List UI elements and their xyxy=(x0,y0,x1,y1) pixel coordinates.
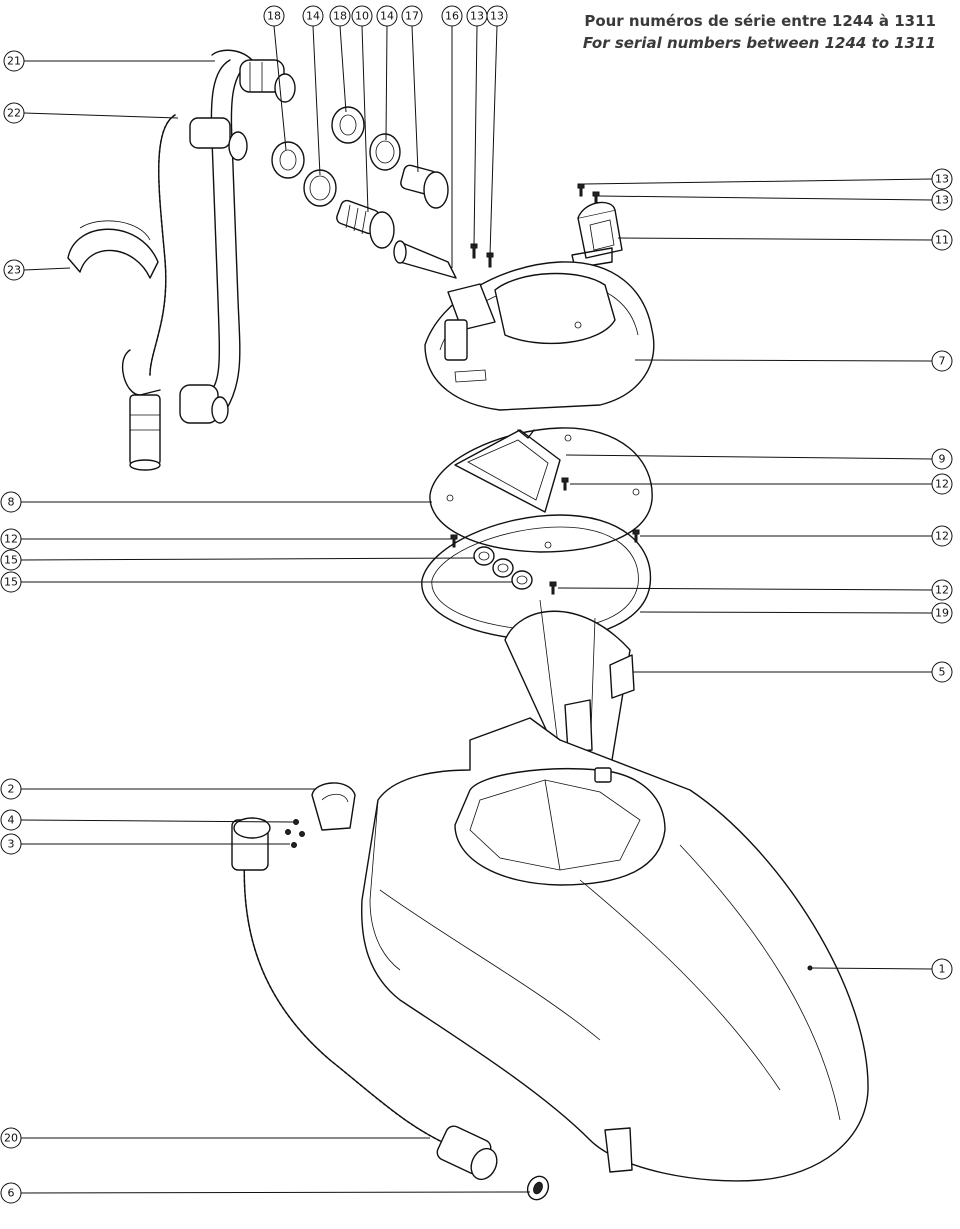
svg-text:9: 9 xyxy=(939,453,946,466)
callout-10: 10 xyxy=(351,5,373,27)
svg-text:8: 8 xyxy=(8,496,15,509)
callout-4: 4 xyxy=(0,809,22,831)
svg-text:12: 12 xyxy=(935,530,949,543)
part-10-threaded-fitting xyxy=(336,199,395,249)
callout-21: 21 xyxy=(3,50,25,72)
svg-text:22: 22 xyxy=(7,107,21,120)
part-15-grommets xyxy=(473,546,533,590)
callout-5: 5 xyxy=(931,661,953,683)
part-17-fitting xyxy=(400,164,449,209)
svg-text:6: 6 xyxy=(8,1187,15,1200)
callout-7: 7 xyxy=(931,350,953,372)
part-4-3-screws-nuts xyxy=(285,819,305,848)
part-20-lower-hose xyxy=(231,817,498,1181)
callout-18b: 18 xyxy=(329,5,351,27)
callout-17: 17 xyxy=(401,5,423,27)
svg-text:13: 13 xyxy=(470,10,484,23)
leader-lines xyxy=(19,25,933,1194)
callout-20: 20 xyxy=(0,1127,22,1149)
part-6-hose-clamp xyxy=(526,1175,550,1201)
callout-12b: 12 xyxy=(0,528,22,550)
callout-2: 2 xyxy=(0,778,22,800)
callout-12d: 12 xyxy=(931,579,953,601)
callout-12c: 12 xyxy=(931,525,953,547)
svg-text:1: 1 xyxy=(939,963,946,976)
callout-23: 23 xyxy=(3,259,25,281)
svg-text:20: 20 xyxy=(4,1132,18,1145)
svg-text:10: 10 xyxy=(355,10,369,23)
svg-text:4: 4 xyxy=(8,814,15,827)
callout-19: 19 xyxy=(931,602,953,624)
svg-text:15: 15 xyxy=(4,576,18,589)
svg-text:12: 12 xyxy=(4,533,18,546)
part-1-main-body xyxy=(361,717,869,1182)
part-8-gasket-plate xyxy=(429,427,653,553)
part-21-rigid-hose xyxy=(205,49,296,411)
svg-text:13: 13 xyxy=(935,194,949,207)
callout-13a: 13 xyxy=(466,5,488,27)
callout-1: 1 xyxy=(931,958,953,980)
serial-note-english: For serial numbers between 1244 to 1311 xyxy=(582,34,936,52)
part-18-gasket-right xyxy=(331,106,365,144)
svg-text:2: 2 xyxy=(8,783,15,796)
callout-18a: 18 xyxy=(263,5,285,27)
svg-text:13: 13 xyxy=(490,10,504,23)
callout-13c: 13 xyxy=(931,168,953,190)
svg-text:7: 7 xyxy=(939,355,946,368)
callout-13d: 13 xyxy=(931,189,953,211)
svg-text:11: 11 xyxy=(935,234,949,247)
svg-text:19: 19 xyxy=(935,607,949,620)
part-5-funnel xyxy=(504,599,635,761)
callout-9: 9 xyxy=(931,448,953,470)
diagram-header: Pour numéros de série entre 1244 à 1311 … xyxy=(583,10,936,54)
svg-text:16: 16 xyxy=(445,10,459,23)
svg-text:21: 21 xyxy=(7,55,21,68)
callout-16: 16 xyxy=(441,5,463,27)
svg-text:14: 14 xyxy=(306,10,320,23)
svg-text:18: 18 xyxy=(333,10,347,23)
part-18-gasket-left xyxy=(271,141,305,179)
callout-14b: 14 xyxy=(376,5,398,27)
svg-text:3: 3 xyxy=(8,838,15,851)
callout-3: 3 xyxy=(0,833,22,855)
callout-11: 11 xyxy=(931,229,953,251)
part-12-screws xyxy=(450,477,640,595)
part-19-ring-gasket xyxy=(421,514,652,641)
part-23-hose-clip xyxy=(67,220,159,279)
part-16-nozzle xyxy=(393,240,457,279)
svg-text:23: 23 xyxy=(7,264,21,277)
part-22-corrugated-hose xyxy=(121,114,248,471)
callout-8: 8 xyxy=(0,491,22,513)
part-7-top-cover xyxy=(424,261,655,411)
part-2-clip xyxy=(311,782,356,831)
svg-text:17: 17 xyxy=(405,10,419,23)
callout-15b: 15 xyxy=(0,571,22,593)
callout-12a: 12 xyxy=(931,473,953,495)
svg-text:14: 14 xyxy=(380,10,394,23)
part-14-washer-right xyxy=(369,133,401,171)
svg-text:13: 13 xyxy=(935,173,949,186)
svg-text:12: 12 xyxy=(935,478,949,491)
svg-text:12: 12 xyxy=(935,584,949,597)
callout-13b: 13 xyxy=(486,5,508,27)
callout-14a: 14 xyxy=(302,5,324,27)
callout-15a: 15 xyxy=(0,549,22,571)
svg-text:15: 15 xyxy=(4,554,18,567)
serial-note-french: Pour numéros de série entre 1244 à 1311 xyxy=(584,12,936,30)
part-14-washer-left xyxy=(303,169,337,207)
callout-6: 6 xyxy=(0,1182,22,1204)
part-11-bracket xyxy=(571,201,623,269)
svg-text:5: 5 xyxy=(939,666,946,679)
svg-text:18: 18 xyxy=(267,10,281,23)
callout-22: 22 xyxy=(3,102,25,124)
